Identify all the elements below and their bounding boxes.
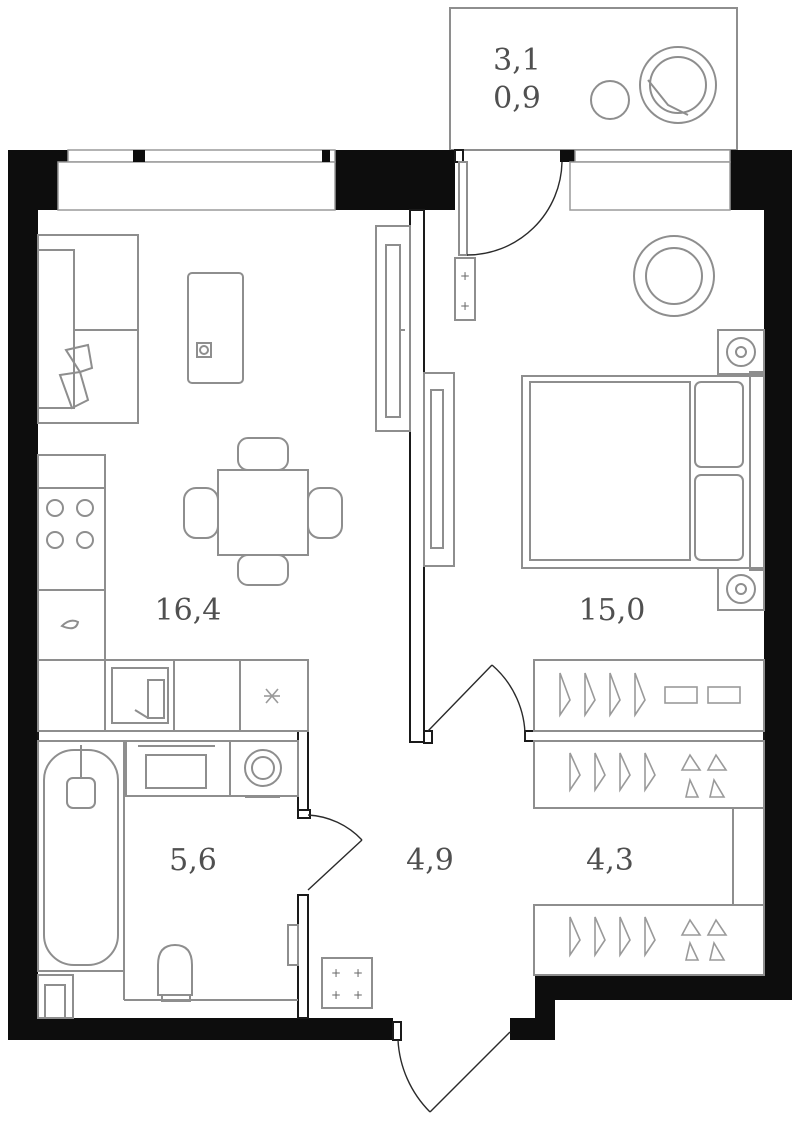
- doors: [297, 664, 526, 1113]
- shoes-icon: [680, 918, 728, 961]
- armchair-icon: [639, 46, 717, 124]
- dining-table-icon: [183, 437, 343, 586]
- bathroom: 5,6: [37, 740, 299, 1019]
- clothes-hanger-icon: [559, 672, 571, 718]
- tv-icon: [375, 225, 411, 432]
- sink-icon: [111, 667, 169, 724]
- svg-text:+: +: [331, 988, 341, 1002]
- hallway: + + + + 4,9: [321, 843, 454, 1009]
- windows: [57, 149, 731, 211]
- toilet-icon: [157, 943, 193, 1002]
- clothes-hanger-icon: [584, 672, 596, 718]
- bedroom-area-label: 15,0: [579, 593, 646, 628]
- svg-text:+: +: [331, 966, 341, 980]
- svg-text:+: +: [460, 269, 470, 283]
- electrical-panel-icon: + + + +: [321, 957, 373, 1009]
- nightstand-icon: [717, 329, 765, 611]
- wardrobe-area-label: 4,3: [586, 843, 634, 878]
- water-drop-icon: [60, 619, 80, 630]
- svg-text:+: +: [353, 966, 363, 980]
- electrical-panel-icon: + +: [454, 257, 476, 321]
- balcony-coefficient-label: 0,9: [493, 81, 541, 116]
- stove-icon: [46, 499, 94, 549]
- hallway-area-label: 4,9: [406, 843, 454, 878]
- shoes-icon: [680, 753, 728, 798]
- wardrobe: 4,3: [533, 740, 765, 976]
- clothes-hanger-icon: [634, 672, 646, 718]
- clothes-hanger-icon: [594, 916, 606, 958]
- washing-machine-icon: [229, 740, 299, 798]
- coffee-table-icon: [187, 272, 244, 384]
- living-kitchen: 16,4: [37, 225, 411, 732]
- fridge-icon: [264, 688, 280, 704]
- bedroom-closet: [533, 659, 765, 732]
- entrance-door: [392, 1021, 511, 1113]
- balcony: 3,1 0,9: [449, 7, 738, 151]
- balcony-area-label: 3,1: [493, 43, 541, 78]
- bedroom: + +: [423, 235, 765, 732]
- living-kitchen-area-label: 16,4: [155, 593, 222, 628]
- bedroom-door: [423, 664, 526, 744]
- folded-shirt-icon: [707, 686, 741, 704]
- clothes-hanger-icon: [619, 752, 631, 793]
- kitchen-counter: [37, 454, 309, 732]
- clothes-hanger-icon: [609, 672, 621, 718]
- armchair-icon: [633, 235, 715, 317]
- bedroom-tv-stand: [423, 372, 455, 567]
- sofa-icon: [37, 234, 139, 424]
- clothes-hanger-icon: [644, 752, 656, 793]
- clothes-hanger-icon: [619, 916, 631, 958]
- bathtub-icon: [37, 740, 125, 972]
- svg-text:+: +: [353, 988, 363, 1002]
- clothes-hanger-icon: [569, 916, 581, 958]
- balcony-door: [454, 149, 563, 256]
- folded-shirt-icon: [664, 686, 698, 704]
- svg-text:+: +: [460, 299, 470, 313]
- clothes-hanger-icon: [569, 752, 581, 793]
- sink-icon: [125, 740, 231, 797]
- double-bed-icon: [521, 371, 765, 571]
- bathroom-area-label: 5,6: [169, 843, 217, 878]
- bathroom-door: [297, 809, 363, 891]
- clothes-hanger-icon: [594, 752, 606, 793]
- clothes-hanger-icon: [644, 916, 656, 958]
- round-table-icon: [590, 80, 630, 120]
